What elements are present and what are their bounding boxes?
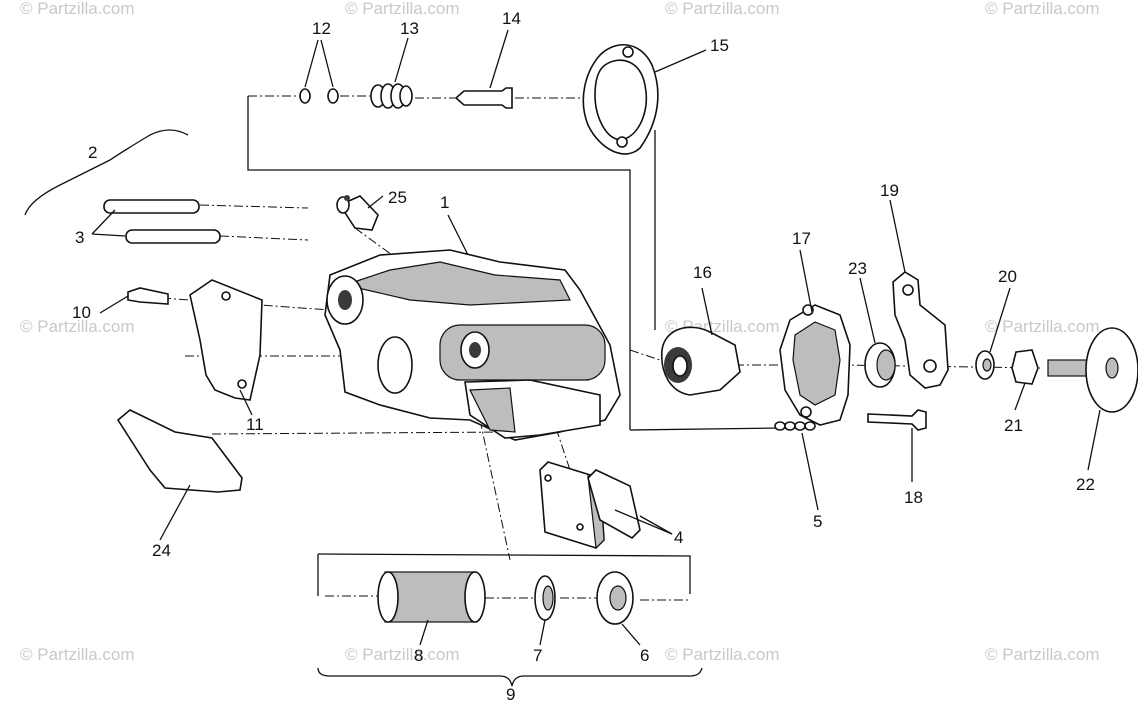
callout-23: 23 — [848, 259, 867, 278]
part-15-gasket — [582, 43, 659, 155]
callout-15: 15 — [710, 36, 729, 55]
part-10-bolt — [127, 287, 169, 305]
callout-21: 21 — [1004, 416, 1023, 435]
callout-14: 14 — [502, 9, 521, 28]
watermark-text: © Partzilla.com — [985, 645, 1100, 664]
part-7-seal — [534, 575, 556, 621]
callout-20: 20 — [998, 267, 1017, 286]
part-5-clip — [774, 421, 816, 431]
part-25-bleeder — [336, 195, 379, 231]
leader-lines — [91, 29, 1101, 646]
callout-8: 8 — [414, 646, 423, 665]
part-11-plate — [189, 279, 263, 401]
watermark-text: © Partzilla.com — [20, 0, 135, 18]
bracket-9 — [317, 667, 703, 687]
callout-1: 1 — [440, 193, 449, 212]
part-1-caliper-body — [324, 249, 621, 441]
part-6-seal — [596, 571, 634, 625]
part-18-bolt — [867, 409, 927, 431]
watermark-text: © Partzilla.com — [985, 0, 1100, 18]
watermark-text: © Partzilla.com — [20, 645, 135, 664]
part-12-o-rings — [299, 88, 339, 104]
part-4-pads — [539, 461, 641, 550]
callout-19: 19 — [880, 181, 899, 200]
callout-16: 16 — [693, 263, 712, 282]
part-3-pins — [103, 199, 221, 244]
watermark-text: © Partzilla.com — [985, 317, 1100, 336]
callout-22: 22 — [1076, 475, 1095, 494]
part-8-piston — [377, 571, 486, 623]
callout-12: 12 — [312, 19, 331, 38]
callout-9: 9 — [506, 685, 515, 704]
part-14-pin — [454, 87, 513, 109]
part-23-bushing — [864, 342, 896, 388]
callout-13: 13 — [400, 19, 419, 38]
part-24-clip — [116, 409, 243, 493]
part-13-spring — [370, 83, 413, 109]
assembly-lines — [161, 95, 1041, 601]
callout-6: 6 — [640, 646, 649, 665]
part-17-housing — [779, 304, 851, 426]
callout-2: 2 — [88, 143, 97, 162]
callout-5: 5 — [813, 512, 822, 531]
callout-24: 24 — [152, 541, 171, 560]
callout-10: 10 — [72, 303, 91, 322]
part-19-lever — [892, 271, 949, 389]
callout-labels: 12 13 14 15 2 3 25 1 10 11 16 17 23 19 2… — [72, 9, 1095, 704]
watermarks: © Partzilla.com © Partzilla.com © Partzi… — [20, 0, 1100, 664]
watermark-text: © Partzilla.com — [345, 0, 460, 18]
watermark-text: © Partzilla.com — [345, 645, 460, 664]
part-20-washer — [975, 350, 995, 380]
watermark-text: © Partzilla.com — [665, 645, 780, 664]
callout-25: 25 — [388, 188, 407, 207]
bracket-2 — [24, 129, 189, 216]
callout-7: 7 — [533, 646, 542, 665]
watermark-text: © Partzilla.com — [20, 317, 135, 336]
callout-4: 4 — [674, 528, 683, 547]
callout-18: 18 — [904, 488, 923, 507]
watermark-text: © Partzilla.com — [665, 0, 780, 18]
part-22-adjuster — [1047, 327, 1138, 413]
callout-11: 11 — [246, 415, 264, 434]
part-21-nut — [1011, 349, 1039, 385]
callout-17: 17 — [792, 229, 811, 248]
callout-3: 3 — [75, 228, 84, 247]
part-16-piston — [660, 326, 741, 396]
